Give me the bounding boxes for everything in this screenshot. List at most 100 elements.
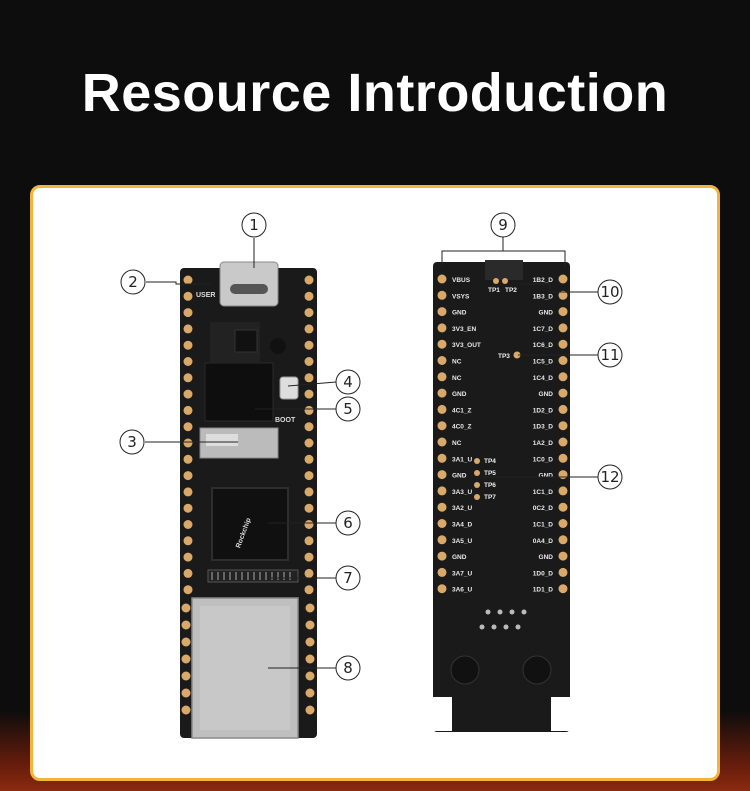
rockchip-soc: [211, 487, 289, 561]
back-right-pin-label: 1B2_D: [533, 277, 554, 284]
pin-pad: [304, 324, 314, 334]
pin-pad: [437, 274, 447, 284]
tp4-label: TP4: [484, 458, 496, 465]
pin-pad: [304, 389, 314, 399]
pin-pad: [437, 567, 447, 577]
callout-5: 5: [335, 396, 361, 422]
pin-pad: [304, 503, 314, 513]
pin-pad: [437, 551, 447, 561]
back-right-pin-label: 1C7_D: [533, 326, 554, 333]
callout-4: 4: [335, 369, 361, 395]
back-right-pin-label: GND: [539, 554, 554, 561]
pin-pad: [558, 372, 568, 382]
back-right-pin-label: 1C0_D: [533, 456, 554, 463]
pin-pad: [181, 688, 191, 698]
back-left-pin-label: 3A7_U: [452, 570, 473, 577]
pin-pad: [305, 705, 315, 715]
pin-pad: [305, 654, 315, 664]
tp5-label: TP5: [484, 470, 496, 477]
pin-pad: [558, 470, 568, 480]
pin-pad: [558, 453, 568, 463]
back-left-pin-label: VBUS: [452, 277, 471, 284]
pin-pad: [181, 603, 191, 613]
pin-pad: [305, 603, 315, 613]
pin-pad: [437, 437, 447, 447]
back-left-pin-label: 3A6_U: [452, 587, 473, 594]
pin-pad: [558, 421, 568, 431]
pin-pad: [437, 372, 447, 382]
pin-pad: [558, 567, 568, 577]
pin-pad: [437, 388, 447, 398]
back-left-pin-label: 3A1_U: [452, 456, 473, 463]
back-left-pin-label: GND: [452, 473, 467, 480]
boot-button: [279, 376, 299, 400]
callout-leaders: [145, 237, 598, 669]
pin-pad: [183, 438, 193, 448]
pin-pad: [183, 471, 193, 481]
callout-11: 11: [597, 342, 623, 368]
back-left-pin-label: GND: [452, 310, 467, 317]
pin-pad: [437, 486, 447, 496]
pin-pad: [305, 620, 315, 630]
pin-pad: [304, 454, 314, 464]
callout-12: 12: [597, 464, 623, 490]
svg-text:11: 11: [600, 346, 619, 364]
pin-pad: [304, 422, 314, 432]
pin-pad: [304, 340, 314, 350]
back-left-pin-label: GND: [452, 391, 467, 398]
back-right-pin-label: 1C1_D: [533, 522, 554, 529]
svg-text:9: 9: [498, 216, 508, 234]
pin-pad: [558, 551, 568, 561]
memory-chip: [204, 362, 274, 422]
pin-pad: [183, 275, 193, 285]
pin-pad: [183, 373, 193, 383]
back-left-pin-label: 4C1_Z: [452, 407, 472, 414]
svg-text:12: 12: [600, 468, 619, 486]
svg-text:7: 7: [343, 569, 353, 587]
back-right-pin-label: 1B3_D: [533, 293, 554, 300]
pin-pad: [558, 307, 568, 317]
pin-pad: [183, 340, 193, 350]
pin-pad: [181, 705, 191, 715]
pin-pad: [304, 357, 314, 366]
pin-pad: [558, 388, 568, 398]
back-board: VBUSVSYSGND3V3_EN3V3_OUTNCNCGND4C1_Z4C0_…: [432, 260, 571, 732]
pin-pad: [304, 568, 314, 578]
back-right-pin-label: 1C5_D: [533, 359, 554, 366]
pin-pad: [183, 487, 193, 497]
back-right-pin-label: 0A4_D: [533, 538, 554, 545]
back-left-pin-labels: VBUSVSYSGND3V3_EN3V3_OUTNCNCGND4C1_Z4C0_…: [452, 277, 481, 594]
back-right-pin-label: GND: [539, 391, 554, 398]
callout-8: 8: [335, 655, 361, 681]
tp3-pad: [513, 351, 521, 359]
pin-pad: [304, 275, 314, 285]
pin-pad: [305, 671, 315, 681]
pin-pad: [304, 520, 314, 529]
pin-pad: [183, 520, 193, 529]
pin-pad: [304, 438, 314, 448]
back-left-pin-label: NC: [452, 359, 462, 366]
svg-text:1: 1: [249, 216, 259, 234]
pin-pad: [181, 620, 191, 630]
svg-text:5: 5: [343, 400, 353, 418]
pin-pad: [304, 536, 314, 546]
pin-pad: [558, 486, 568, 496]
svg-text:2: 2: [128, 273, 138, 291]
front-board: USER BOOT Rockchip: [180, 261, 317, 739]
pin-pad: [558, 437, 568, 447]
svg-text:8: 8: [343, 659, 353, 677]
pin-pad: [558, 339, 568, 349]
tp2-label: TP2: [505, 287, 517, 294]
pin-pad: [183, 357, 193, 366]
callout-6: 6: [335, 510, 361, 536]
tp3-label: TP3: [498, 353, 510, 360]
back-left-pin-label: 3A5_U: [452, 538, 473, 545]
back-right-pin-label: GND: [539, 473, 554, 480]
back-right-pin-label: 1C1_D: [533, 489, 554, 496]
pin-pad: [437, 290, 447, 300]
pin-pad: [181, 637, 191, 647]
pin-pad: [305, 688, 315, 698]
pin-pad: [305, 637, 315, 647]
user-silkscreen: USER: [196, 292, 215, 299]
pin-pad: [181, 671, 191, 681]
